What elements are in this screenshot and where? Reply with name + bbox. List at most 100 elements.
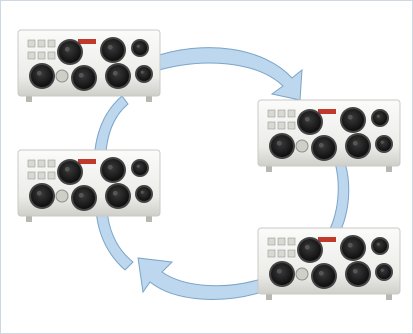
aux-socket	[287, 237, 296, 246]
aux-socket	[267, 121, 276, 130]
aux-socket	[277, 237, 286, 246]
small-port	[55, 69, 69, 83]
aux-socket	[37, 51, 46, 60]
aux-socket	[267, 249, 276, 258]
port-pin	[376, 242, 380, 246]
small-port	[295, 139, 309, 153]
unit-right-upper	[257, 99, 401, 172]
port-pin	[107, 44, 113, 50]
aux-socket	[47, 159, 56, 168]
aux-socket	[287, 109, 296, 118]
aux-socket	[27, 51, 36, 60]
port-pin	[107, 164, 113, 170]
port-pin	[136, 44, 140, 48]
port-pin	[36, 70, 42, 76]
unit-foot	[26, 92, 32, 102]
arrow-top-to-right-upper	[149, 47, 303, 101]
connector-port	[133, 161, 147, 175]
cycle-arrows	[94, 47, 350, 300]
port-pin	[380, 140, 384, 144]
unit-label-strip	[318, 109, 336, 114]
connector-port	[73, 187, 95, 209]
connector-port	[133, 41, 147, 55]
unit-foot	[146, 212, 152, 222]
small-port	[55, 189, 69, 203]
unit-left-middle	[17, 149, 161, 222]
connector-port	[377, 137, 391, 151]
units-layer	[17, 29, 401, 300]
connector-port	[373, 111, 387, 125]
connector-port	[342, 237, 364, 259]
port-pin	[276, 268, 282, 274]
aux-socket	[47, 51, 56, 60]
aux-socket	[267, 237, 276, 246]
unit-right-lower	[257, 227, 401, 300]
port-pin	[376, 114, 380, 118]
unit-top-left	[17, 29, 161, 102]
port-pin	[64, 46, 70, 52]
aux-socket	[47, 39, 56, 48]
arrow-left-middle-lower-segment	[95, 209, 134, 271]
aux-socket	[27, 171, 36, 180]
connector-port	[313, 265, 335, 287]
port-pin	[380, 268, 384, 272]
port-pin	[64, 166, 70, 172]
connector-port	[59, 161, 81, 183]
port-pin	[78, 192, 84, 198]
unit-foot	[266, 162, 272, 172]
aux-socket	[27, 39, 36, 48]
port-pin	[136, 164, 140, 168]
aux-socket	[277, 249, 286, 258]
connector-port	[313, 137, 335, 159]
aux-socket	[37, 39, 46, 48]
connector-port	[347, 135, 369, 157]
unit-foot	[386, 162, 392, 172]
aux-socket	[277, 121, 286, 130]
port-pin	[276, 140, 282, 146]
connector-port	[299, 239, 321, 261]
aux-socket	[37, 171, 46, 180]
unit-foot	[266, 290, 272, 300]
port-pin	[347, 242, 353, 248]
connector-port	[373, 239, 387, 253]
port-pin	[318, 142, 324, 148]
port-pin	[352, 268, 358, 274]
connector-port	[347, 263, 369, 285]
unit-foot	[386, 290, 392, 300]
connector-port	[73, 67, 95, 89]
aux-socket	[27, 159, 36, 168]
connector-port	[59, 41, 81, 63]
connector-port	[102, 39, 124, 61]
port-pin	[140, 70, 144, 74]
unit-foot	[26, 212, 32, 222]
connector-port	[31, 185, 53, 207]
connector-port	[342, 109, 364, 131]
connector-port	[137, 187, 151, 201]
unit-foot	[146, 92, 152, 102]
port-pin	[112, 190, 118, 196]
connector-port	[271, 135, 293, 157]
connector-port	[299, 111, 321, 133]
arrow-right-lower-to-left-middle	[137, 257, 269, 300]
connector-port	[102, 159, 124, 181]
port-pin	[304, 116, 310, 122]
aux-socket	[37, 159, 46, 168]
unit-label-strip	[78, 159, 96, 164]
port-pin	[304, 244, 310, 250]
aux-socket	[287, 249, 296, 258]
unit-label-strip	[78, 39, 96, 44]
aux-socket	[47, 171, 56, 180]
port-pin	[347, 114, 353, 120]
small-port	[295, 267, 309, 281]
connector-port	[107, 185, 129, 207]
aux-socket	[267, 109, 276, 118]
unit-label-strip	[318, 237, 336, 242]
connector-port	[31, 65, 53, 87]
aux-socket	[287, 121, 296, 130]
connector-port	[107, 65, 129, 87]
connector-port	[377, 265, 391, 279]
port-pin	[112, 70, 118, 76]
port-pin	[36, 190, 42, 196]
port-pin	[318, 270, 324, 276]
